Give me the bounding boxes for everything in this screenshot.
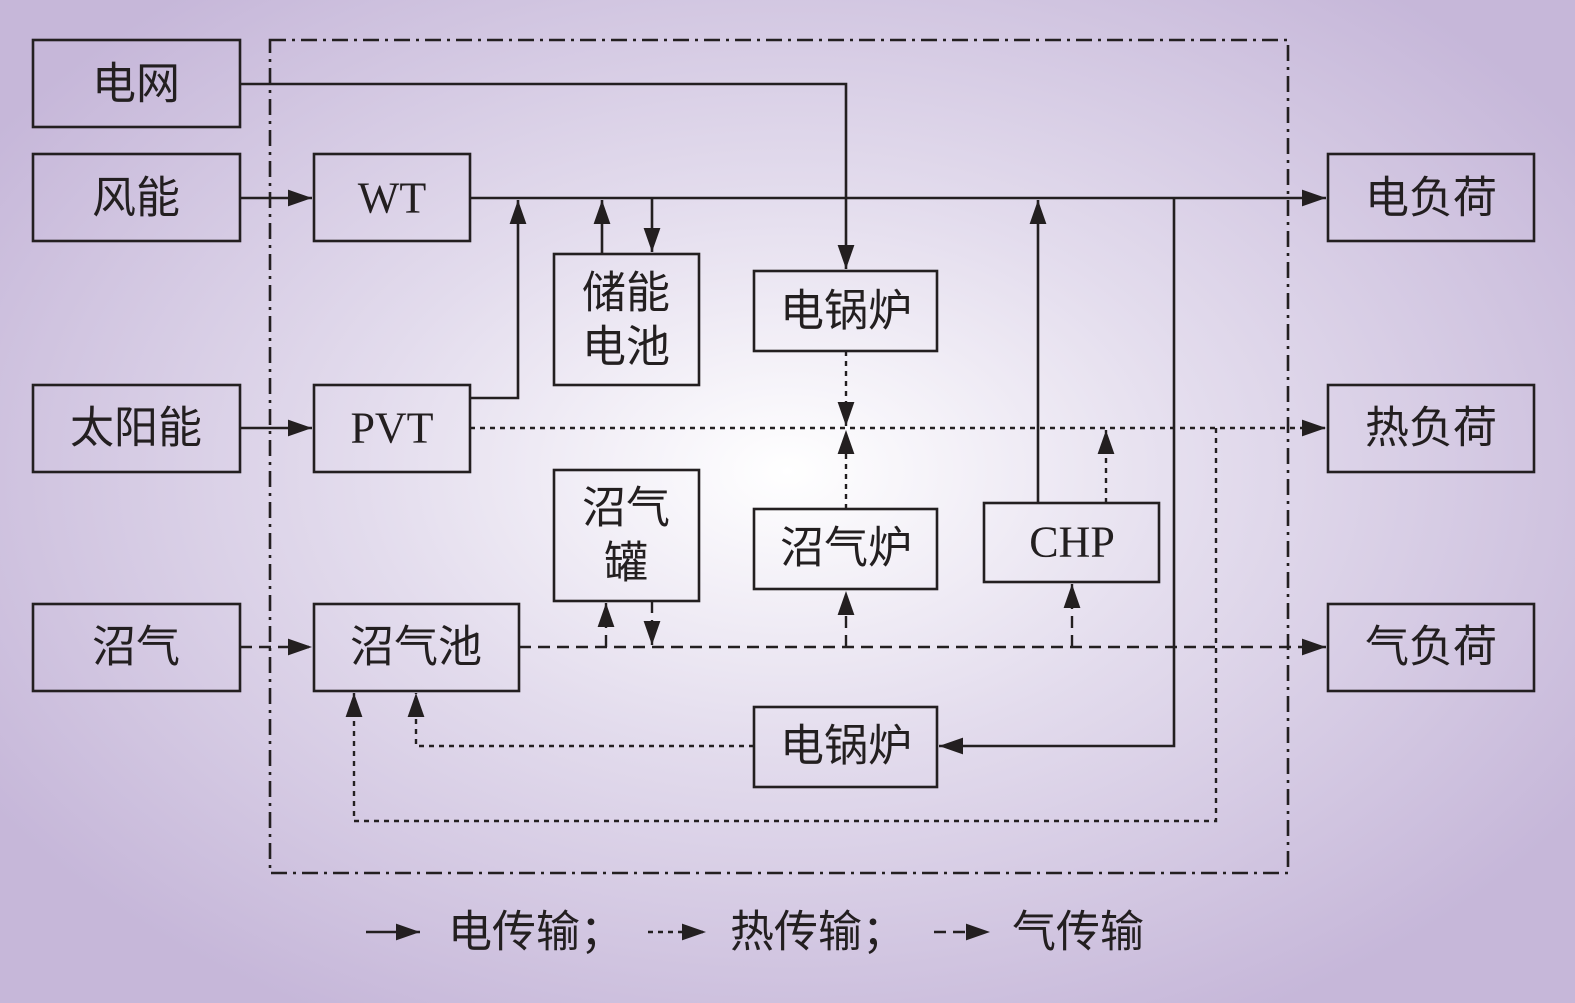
- system-boundary: [268, 38, 1290, 875]
- node-chp: CHP: [982, 501, 1161, 584]
- edge-electric-boiler-bottom-to-digester: [407, 693, 754, 748]
- node-gas-load-label: 气负荷: [1365, 622, 1497, 673]
- node-biogas-boiler-label: 沼气炉: [780, 523, 912, 574]
- node-biogas-label: 沼气: [92, 622, 180, 673]
- edge-heat-bus-to-digester: [345, 428, 1218, 823]
- node-electric-boiler-top-label: 电锅炉: [780, 286, 912, 337]
- node-biogas: 沼气: [31, 602, 242, 693]
- legend-heat-label: 热传输；: [730, 907, 906, 958]
- node-digester-label: 沼气池: [350, 622, 482, 673]
- node-digester: 沼气池: [312, 602, 521, 693]
- node-grid-label: 电网: [92, 59, 180, 110]
- node-biogas-boiler: 沼气炉: [752, 507, 939, 591]
- node-battery-label-2: 电池: [582, 322, 670, 373]
- node-solar-label: 太阳能: [70, 403, 202, 454]
- node-electric-load-label: 电负荷: [1365, 173, 1497, 224]
- node-battery: 储能 电池: [552, 252, 701, 387]
- legend: 电传输； 热传输； 气传输: [366, 907, 1144, 958]
- node-chp-label: CHP: [1029, 518, 1115, 567]
- node-heat-load: 热负荷: [1326, 383, 1536, 474]
- node-pvt: PVT: [312, 383, 472, 474]
- node-battery-label-1: 储能: [582, 268, 670, 319]
- node-gas-tank-label-2: 罐: [604, 538, 648, 589]
- edge-bus-to-electric-boiler-bottom: [939, 198, 1176, 755]
- edge-grid-to-electric-boiler: [240, 82, 855, 269]
- node-electric-boiler-bottom-label: 电锅炉: [780, 721, 912, 772]
- node-electric-boiler-bottom: 电锅炉: [752, 705, 939, 789]
- node-electric-load: 电负荷: [1326, 152, 1536, 243]
- node-wind: 风能: [31, 152, 242, 243]
- node-electric-boiler-top: 电锅炉: [752, 269, 939, 353]
- node-wt-label: WT: [358, 174, 427, 223]
- node-wt: WT: [312, 152, 472, 243]
- node-wind-label: 风能: [92, 173, 180, 224]
- edge-pvt-to-bus: [470, 200, 527, 400]
- node-gas-tank-label-1: 沼气: [582, 483, 670, 534]
- legend-electric-label: 电传输；: [448, 907, 624, 958]
- node-solar: 太阳能: [31, 383, 242, 474]
- node-gas-tank: 沼气 罐: [552, 468, 701, 603]
- node-pvt-label: PVT: [350, 404, 433, 453]
- legend-gas-label: 气传输: [1012, 907, 1144, 958]
- node-grid: 电网: [31, 38, 242, 129]
- node-heat-load-label: 热负荷: [1365, 403, 1497, 454]
- node-gas-load: 气负荷: [1326, 602, 1536, 693]
